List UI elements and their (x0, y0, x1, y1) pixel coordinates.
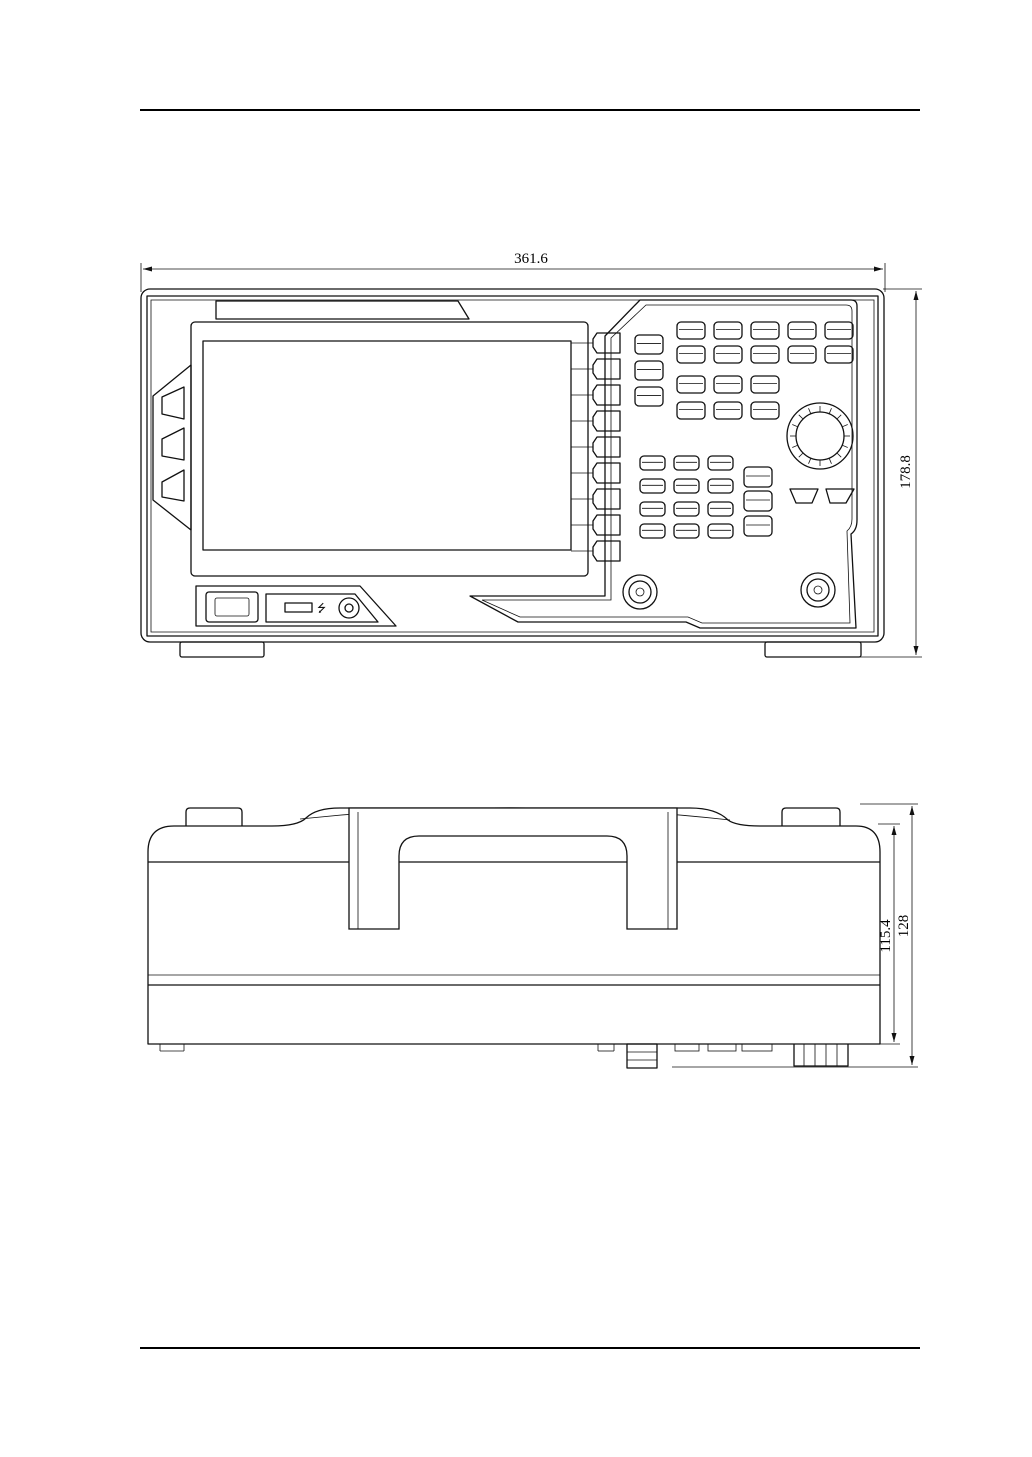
softkey-9 (571, 541, 620, 561)
rear-foot-right (782, 808, 840, 826)
key-32 (744, 467, 772, 487)
softkey-8 (571, 515, 620, 535)
key-33 (744, 491, 772, 511)
front-bezel (147, 296, 878, 636)
carry-handle (349, 808, 677, 929)
usb-host-port (285, 603, 312, 612)
display-bezel (191, 322, 588, 576)
softkey-6 (571, 463, 620, 483)
key-6 (751, 322, 779, 339)
key-15 (714, 376, 742, 393)
width-dimension: 361.6 (141, 251, 885, 292)
front-foot-left (180, 642, 264, 657)
front-protrusions (160, 1044, 848, 1068)
bnc-connector-input (801, 573, 835, 607)
key-20 (640, 456, 665, 470)
softkey-column (571, 333, 620, 561)
usb-icon: ⭍ (317, 602, 326, 615)
nameplate-strip (216, 301, 469, 319)
width-label: 361.6 (514, 251, 548, 267)
key-18 (714, 402, 742, 419)
key-34 (744, 516, 772, 536)
headphone-jack (339, 598, 359, 618)
depth-total-label: 128 (896, 915, 912, 938)
key-17 (677, 402, 705, 419)
key-8 (825, 322, 853, 339)
height-dimension: 178.8 (860, 289, 922, 657)
arrow-right-key (826, 489, 854, 503)
key-2 (635, 361, 663, 380)
bnc-connector-output (623, 575, 657, 609)
key-31 (708, 524, 733, 538)
key-22 (708, 456, 733, 470)
key-4 (677, 322, 705, 339)
key-14 (677, 376, 705, 393)
key-13 (825, 346, 853, 363)
key-3 (635, 387, 663, 406)
key-29 (640, 524, 665, 538)
depth-dimension: 128 115.4 (672, 804, 918, 1067)
key-16 (751, 376, 779, 393)
front-foot-right (765, 642, 861, 657)
key-19 (751, 402, 779, 419)
key-23 (640, 479, 665, 493)
key-24 (674, 479, 699, 493)
left-handle-recess (153, 365, 191, 530)
softkey-4 (571, 411, 620, 431)
rotary-knob (787, 403, 853, 469)
key-12 (788, 346, 816, 363)
key-27 (674, 502, 699, 516)
key-10 (714, 346, 742, 363)
softkey-5 (571, 437, 620, 457)
key-25 (708, 479, 733, 493)
key-28 (708, 502, 733, 516)
front-housing (141, 289, 884, 642)
key-1 (635, 335, 663, 354)
bnc-side-view (627, 1044, 657, 1068)
key-9 (677, 346, 705, 363)
power-switch (206, 592, 258, 622)
arrow-left-key (790, 489, 818, 503)
key-5 (714, 322, 742, 339)
key-21 (674, 456, 699, 470)
top-view: 128 115.4 (148, 804, 918, 1068)
height-label: 178.8 (898, 455, 914, 489)
front-view: 361.6 178.8 (141, 251, 922, 657)
key-7 (788, 322, 816, 339)
display-screen (203, 341, 571, 550)
softkey-7 (571, 489, 620, 509)
knob-side-view (794, 1044, 848, 1066)
key-11 (751, 346, 779, 363)
key-26 (640, 502, 665, 516)
rear-foot-left (186, 808, 242, 826)
softkey-2 (571, 359, 620, 379)
key-30 (674, 524, 699, 538)
softkey-3 (571, 385, 620, 405)
function-keys (635, 322, 853, 538)
chassis-top-outline (148, 808, 880, 1044)
